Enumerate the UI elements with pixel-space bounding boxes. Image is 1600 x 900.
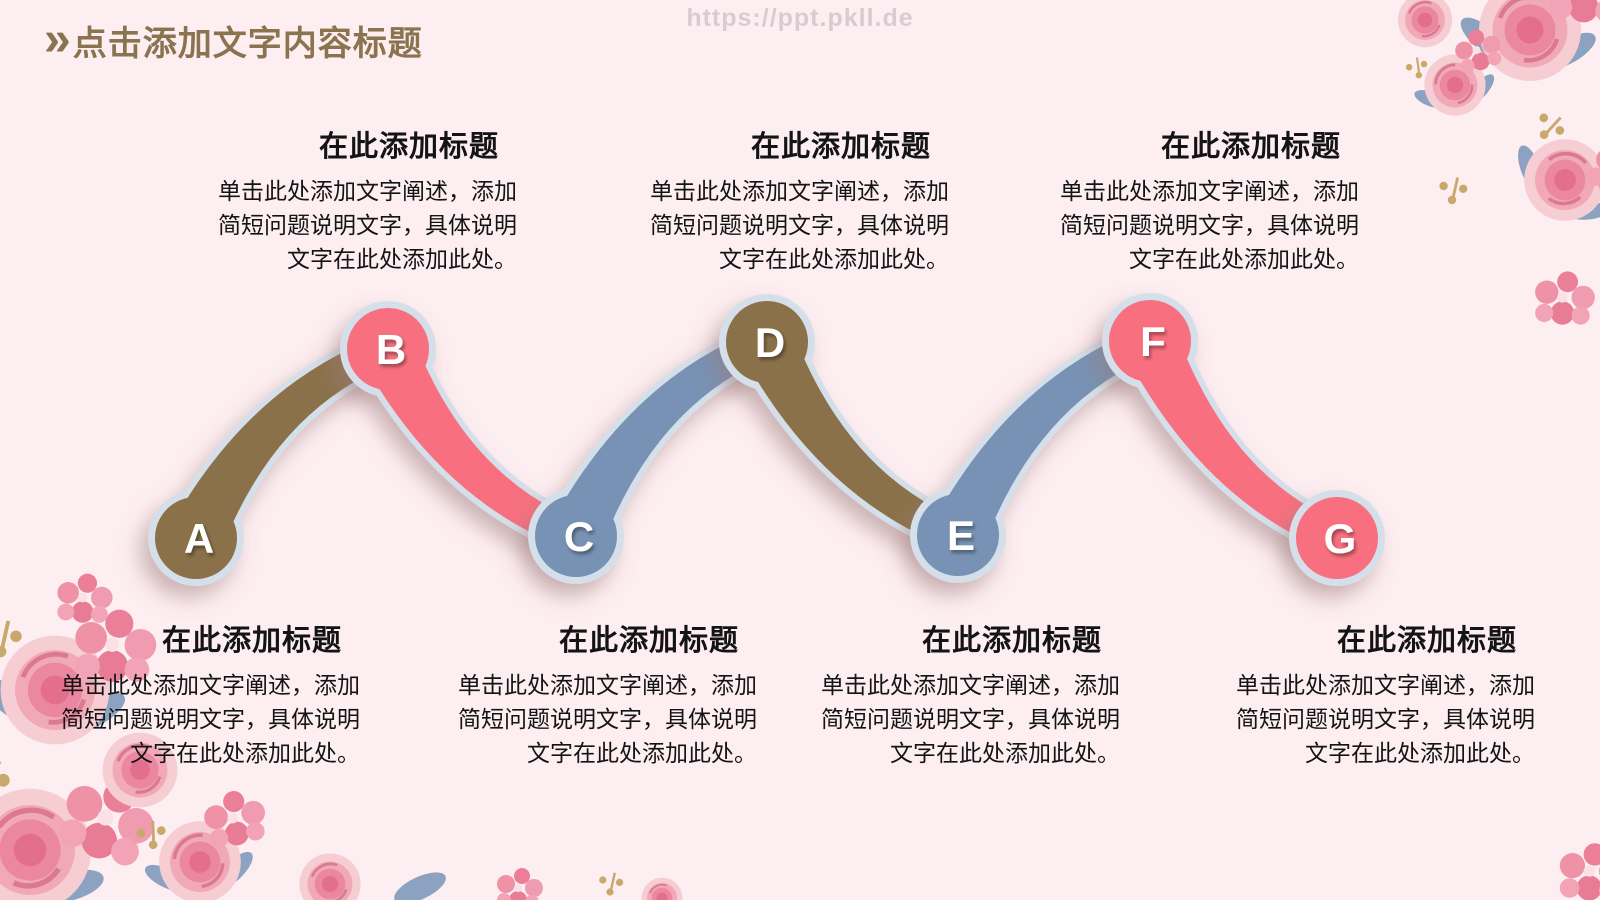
page-header: » 点击添加文字内容标题 — [44, 16, 423, 66]
node-circle-A[interactable] — [155, 497, 237, 579]
block-body: 单击此处添加文字阐述，添加 简短问题说明文字，具体说明 文字在此处添加此处。 — [821, 672, 1120, 766]
chevron-icon: » — [44, 13, 71, 66]
page-title[interactable]: 点击添加文字内容标题 — [72, 25, 423, 63]
block-heading: 在此添加标题 — [318, 131, 499, 163]
block-body: 单击此处添加文字阐述，添加 简短问题说明文字，具体说明 文字在此处添加此处。 — [650, 178, 949, 272]
block-body: 单击此处添加文字阐述，添加 简短问题说明文字，具体说明 文字在此处添加此处。 — [1236, 672, 1535, 766]
node-letter-B: B — [376, 326, 406, 373]
node-circle-D[interactable] — [726, 301, 808, 383]
connector-tail-B — [362, 337, 582, 550]
node-circle-G[interactable] — [1296, 497, 1378, 579]
block-body: 单击此处添加文字阐述，添加 简短问题说明文字，具体说明 文字在此处添加此处。 — [458, 672, 757, 766]
node-circle-C[interactable] — [535, 495, 617, 577]
connector-tail-C — [550, 328, 773, 548]
text-block-C[interactable]: 在此添加标题 单击此处添加文字阐述，添加 简短问题说明文字，具体说明 文字在此处… — [437, 622, 757, 770]
text-block-B[interactable]: 在此添加标题 单击此处添加文字阐述，添加 简短问题说明文字，具体说明 文字在此处… — [197, 128, 517, 276]
block-heading: 在此添加标题 — [558, 625, 739, 657]
text-block-E[interactable]: 在此添加标题 单击此处添加文字阐述，添加 简短问题说明文字，具体说明 文字在此处… — [800, 622, 1120, 770]
node-letter-D: D — [755, 319, 785, 366]
text-block-F[interactable]: 在此添加标题 单击此处添加文字阐述，添加 简短问题说明文字，具体说明 文字在此处… — [1039, 128, 1359, 276]
block-heading: 在此添加标题 — [750, 131, 931, 163]
node-letter-G: G — [1324, 515, 1357, 562]
node-letter-A: A — [184, 515, 214, 562]
node-circle-B[interactable] — [347, 308, 429, 390]
text-block-G[interactable]: 在此添加标题 单击此处添加文字阐述，添加 简短问题说明文字，具体说明 文字在此处… — [1215, 622, 1535, 770]
node-letter-F: F — [1140, 318, 1166, 365]
connector-G: G — [1289, 490, 1385, 586]
block-body: 单击此处添加文字阐述，添加 简短问题说明文字，具体说明 文字在此处添加此处。 — [61, 672, 360, 766]
connector-F: F — [1102, 293, 1363, 564]
connector-tail-D — [741, 330, 964, 549]
block-body: 单击此处添加文字阐述，添加 简短问题说明文字，具体说明 文字在此处添加此处。 — [218, 178, 517, 272]
block-heading: 在此添加标题 — [1160, 131, 1341, 163]
node-circle-F[interactable] — [1109, 300, 1191, 382]
block-body: 单击此处添加文字阐述，添加 简短问题说明文字，具体说明 文字在此处添加此处。 — [1060, 178, 1359, 272]
text-block-A[interactable]: 在此添加标题 单击此处添加文字阐述，添加 简短问题说明文字，具体说明 文字在此处… — [40, 622, 360, 770]
watermark: https://ppt.pkll.de — [686, 4, 914, 32]
node-circle-E[interactable] — [917, 494, 999, 576]
node-letter-E: E — [947, 512, 975, 559]
block-heading: 在此添加标题 — [1336, 625, 1517, 657]
connector-tail-A — [170, 335, 394, 550]
connector-tail-F — [1124, 329, 1343, 552]
text-block-D[interactable]: 在此添加标题 单击此处添加文字阐述，添加 简短问题说明文字，具体说明 文字在此处… — [629, 128, 949, 276]
connector-E: E — [910, 315, 1176, 583]
block-heading: 在此添加标题 — [161, 625, 342, 657]
node-letter-C: C — [564, 513, 594, 560]
block-heading: 在此添加标题 — [921, 625, 1102, 657]
connector-tail-E — [932, 327, 1156, 547]
